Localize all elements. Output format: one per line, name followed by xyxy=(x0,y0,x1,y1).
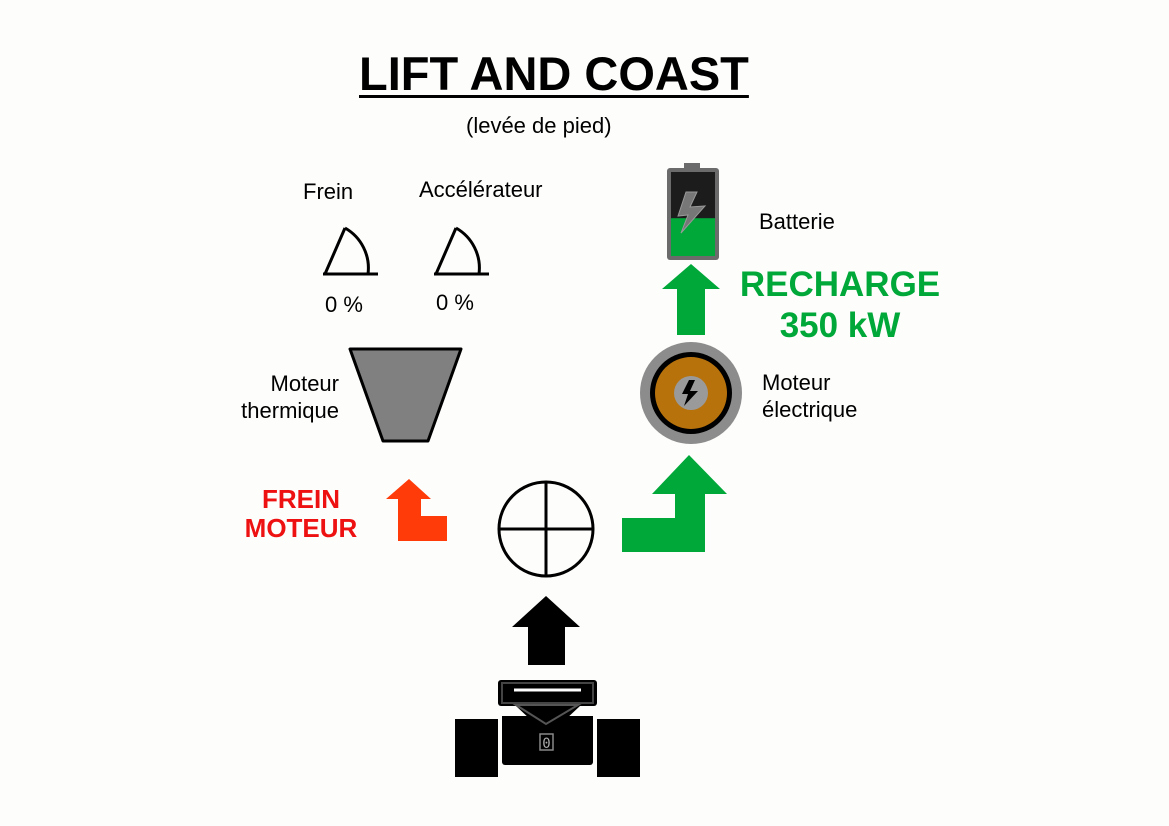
recharge-label: RECHARGE xyxy=(739,265,941,304)
brake-pedal-label: Frein xyxy=(303,179,354,204)
engine-label-line2: thermique xyxy=(241,398,339,423)
combustion-engine-icon xyxy=(348,347,463,443)
brake-pedal-value: 0 % xyxy=(325,292,363,317)
engine-label: Moteur thermique xyxy=(241,370,339,424)
battery-label: Batterie xyxy=(759,209,835,234)
drive-arrow-up xyxy=(512,596,580,665)
page-subtitle: (levée de pied) xyxy=(466,113,612,138)
electric-motor-label-line2: électrique xyxy=(762,397,858,422)
car-rear-icon: 0 xyxy=(455,680,640,777)
recharge-power: 350 kW xyxy=(779,306,901,345)
accelerator-pedal-icon xyxy=(434,226,489,276)
recharge-arrow-up xyxy=(662,264,720,335)
engine-brake-arrow xyxy=(386,479,447,541)
electric-motor-label: Moteur électrique xyxy=(762,369,857,423)
motor-feed-arrow xyxy=(622,455,727,552)
battery-icon xyxy=(667,163,719,260)
engine-label-line1: Moteur xyxy=(270,371,339,396)
battery-charge-level xyxy=(671,218,715,256)
accelerator-pedal-value: 0 % xyxy=(436,290,474,315)
gear-indicator-box xyxy=(539,733,554,751)
recharge-indicator: RECHARGE 350 kW xyxy=(737,264,943,346)
engine-brake-indicator: FREIN MOTEUR xyxy=(238,485,364,543)
gear-indicator: 0 xyxy=(542,736,550,752)
electric-motor-label-line1: Moteur xyxy=(762,370,831,395)
electric-motor-icon xyxy=(640,342,742,444)
page-title: LIFT AND COAST xyxy=(359,47,749,100)
battery-lightning-icon xyxy=(677,191,707,234)
engine-brake-line2: MOTEUR xyxy=(244,513,358,543)
accelerator-pedal-label: Accélérateur xyxy=(419,177,543,202)
transmission-icon xyxy=(497,480,595,578)
engine-brake-line1: FREIN xyxy=(262,484,340,514)
brake-pedal-icon xyxy=(323,226,378,276)
